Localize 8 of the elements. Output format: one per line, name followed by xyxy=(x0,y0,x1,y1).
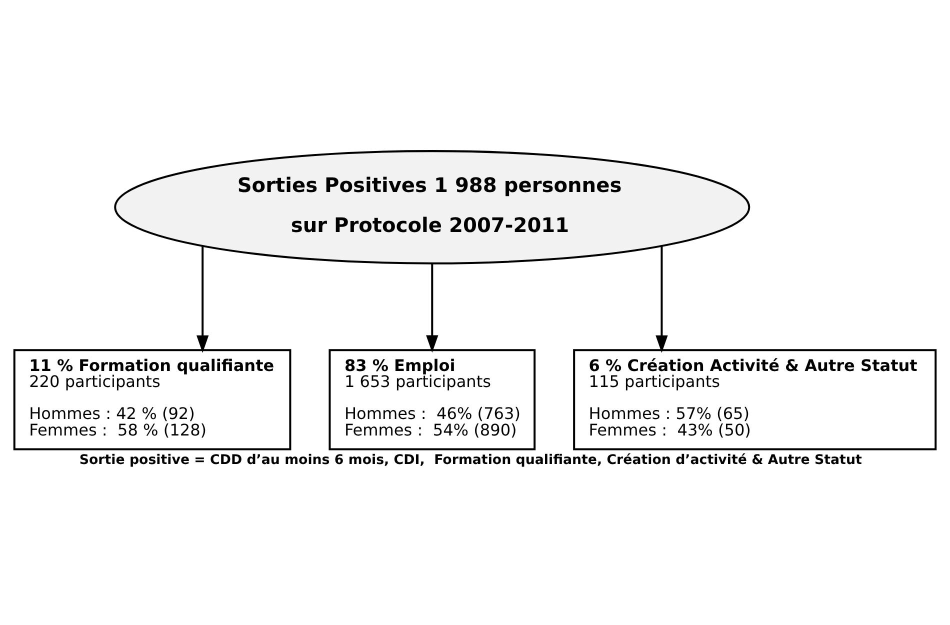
node-ellipse: Sorties Positives 1 988 personnes sur Protocole 2007-2011 xyxy=(114,150,750,264)
arrow xyxy=(196,246,209,352)
node-box: 6 % Création Activité & Autre Statut 115 participants Hommes : 57% (65) Femmes : 43% (50) xyxy=(573,348,937,450)
arrow xyxy=(656,246,668,352)
arrow xyxy=(426,262,438,352)
node-box: 83 % Emploi 1 653 participants Hommes : 46% (763) Femmes : 54% (890) xyxy=(328,348,536,450)
caption: Sortie positive = CDD d’au moins 6 mois, CDI, Formation qualifiante, Création d’activité & Autre Statut xyxy=(79,452,862,468)
node-box: 11 % Formation qualifiante 220 participants Hommes : 42 % (92) Femmes : 58 % (128) xyxy=(13,348,292,450)
